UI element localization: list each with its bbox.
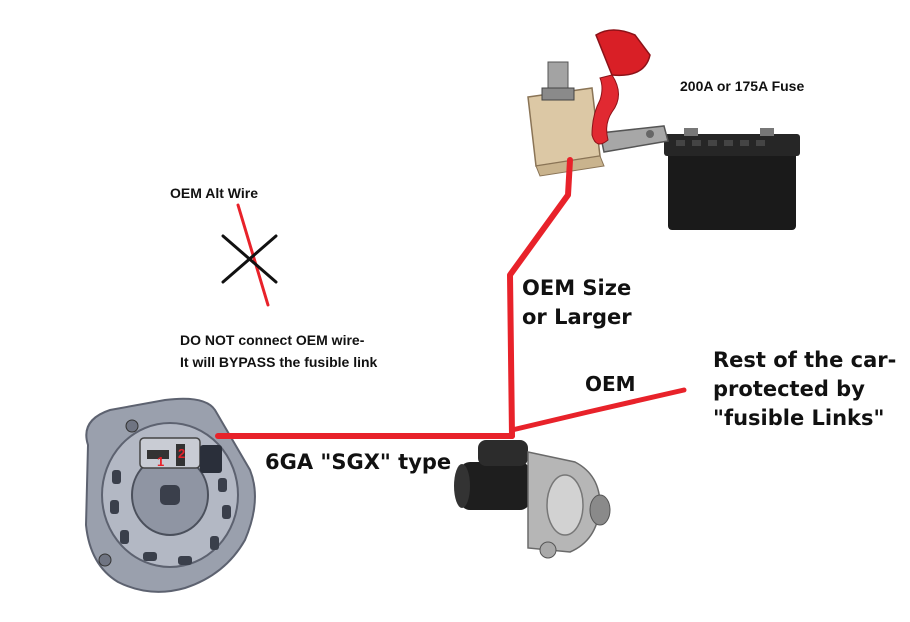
fuse-feed-wire	[507, 157, 573, 439]
alternator-icon	[84, 397, 256, 593]
battery-icon	[664, 128, 800, 230]
fuse-label: 200A or 175A Fuse	[680, 78, 805, 94]
cross-mark-icon	[221, 234, 278, 284]
terminal-2-label: 2	[178, 446, 185, 461]
rest-of-car-line-3: "fusible Links"	[713, 406, 885, 430]
terminal-1-label: 1	[157, 454, 164, 469]
warning-label: DO NOT connect OEM wire- It will BYPASS …	[180, 329, 377, 373]
warning-line-1: DO NOT connect OEM wire-	[180, 332, 365, 348]
oem-size-label: OEM Size or Larger	[522, 274, 632, 332]
fuse-holder-icon	[527, 29, 669, 177]
warning-line-2: It will BYPASS the fusible link	[180, 354, 378, 370]
oem-alt-wire-label: OEM Alt Wire	[170, 185, 259, 201]
rest-of-car-line-1: Rest of the car-	[713, 348, 897, 372]
starter-motor-icon	[454, 440, 611, 559]
rest-of-car-label: Rest of the car- protected by "fusible L…	[713, 346, 896, 433]
oem-size-line-1: OEM Size	[522, 276, 632, 300]
oem-size-line-2: or Larger	[522, 305, 632, 329]
cable-type-label: 6GA "SGX" type	[265, 450, 452, 474]
oem-wire-to-car	[509, 387, 687, 433]
rest-of-car-line-2: protected by	[713, 377, 865, 401]
oem-label: OEM	[585, 372, 636, 396]
